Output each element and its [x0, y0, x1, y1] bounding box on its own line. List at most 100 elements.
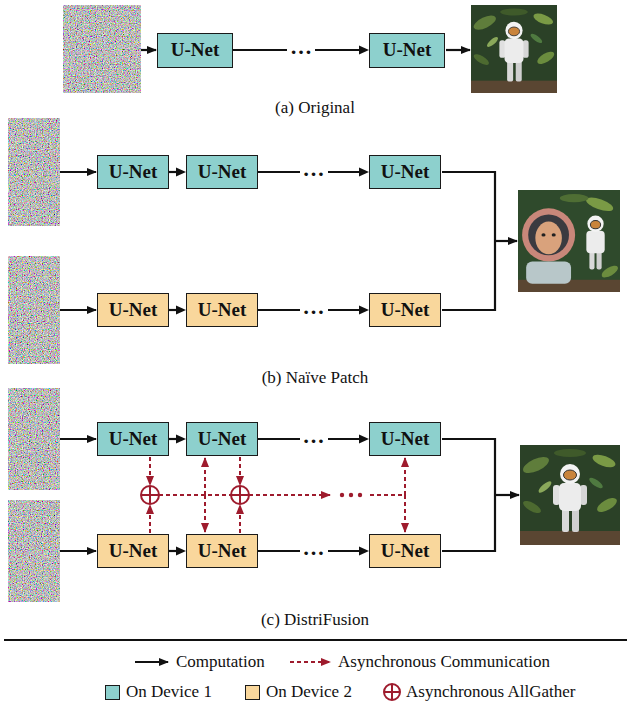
- async-communication: [239, 457, 241, 485]
- async-communication: [150, 457, 405, 533]
- legend-text: Computation: [176, 652, 265, 672]
- arrow-head: [359, 435, 369, 444]
- computation-arrows: [442, 172, 495, 310]
- computation-arrow: [169, 168, 186, 177]
- noise-patch: [8, 256, 60, 364]
- computation-arrows: [60, 309, 96, 311]
- computation-arrows: [60, 172, 517, 310]
- box-label: U-Net: [381, 162, 430, 183]
- unet-box: U-Net: [369, 33, 445, 68]
- ellipsis-label: …: [300, 537, 328, 559]
- unet-box: U-Net: [186, 293, 258, 327]
- unet-box: U-Net: [186, 155, 258, 189]
- async-communication: [149, 505, 151, 533]
- async-dots: [340, 493, 344, 497]
- legend-computation-sample: [135, 661, 168, 663]
- box-label: U-Net: [383, 40, 432, 61]
- arrow-head: [359, 547, 369, 556]
- box-label: U-Net: [381, 300, 430, 321]
- legend-allgather-sample: [384, 684, 400, 700]
- computation-arrows: [495, 494, 519, 496]
- unet-box: U-Net: [186, 422, 258, 456]
- noise-patch: [8, 118, 60, 226]
- legend-swatch: [245, 685, 260, 700]
- legend-text: On Device 2: [266, 682, 352, 702]
- async-communication: [404, 495, 406, 532]
- legend-text: Asynchronous Communication: [338, 652, 550, 672]
- computation-arrows: [495, 240, 517, 242]
- computation-arrows: [446, 49, 470, 51]
- legend-swatch: [105, 685, 120, 700]
- sub-caption: (c) DistriFusion: [261, 610, 369, 630]
- async-communication: [404, 458, 406, 495]
- box-label: U-Net: [171, 40, 220, 61]
- unet-box: U-Net: [369, 155, 441, 189]
- async-dots: [349, 493, 353, 497]
- box-label: U-Net: [381, 541, 430, 562]
- async-dots: [340, 493, 362, 497]
- box-label: U-Net: [109, 541, 158, 562]
- arrow-head: [359, 46, 369, 55]
- computation-arrow: [169, 306, 186, 315]
- legend-allgather-sample: [384, 684, 400, 700]
- allgather-symbol: [231, 486, 249, 504]
- unet-box: U-Net: [97, 534, 169, 568]
- legend-allgather-sample: [384, 684, 400, 700]
- output-image: [471, 5, 557, 93]
- arrow-head: [176, 435, 186, 444]
- allgather-symbol: [141, 486, 159, 504]
- allgather-symbol: [231, 486, 249, 504]
- arrow-head: [176, 168, 186, 177]
- arrow-head: [176, 306, 186, 315]
- box-label: U-Net: [109, 300, 158, 321]
- computation-arrows: [60, 550, 96, 552]
- async-communication: [370, 494, 405, 496]
- ellipsis-label: …: [300, 296, 328, 318]
- computation-arrow: [169, 435, 186, 444]
- box-label: U-Net: [198, 162, 247, 183]
- async-communication: [239, 505, 241, 533]
- computation-arrows: [60, 171, 96, 173]
- unet-box: U-Net: [369, 293, 441, 327]
- legend-communication-sample: [290, 661, 330, 663]
- noise-image: [63, 5, 141, 93]
- async-communication: [249, 494, 330, 496]
- async-communication: [204, 458, 206, 495]
- async-dots: [358, 493, 362, 497]
- async-communication: [149, 457, 151, 485]
- unet-box: U-Net: [97, 155, 169, 189]
- box-label: U-Net: [198, 541, 247, 562]
- output-image: [520, 445, 620, 545]
- computation-arrow: [169, 547, 186, 556]
- box-label: U-Net: [109, 162, 158, 183]
- computation-arrows: [442, 439, 495, 551]
- legend-text: Asynchronous AllGather: [406, 682, 576, 702]
- box-label: U-Net: [198, 300, 247, 321]
- computation-arrows: [141, 49, 156, 51]
- unet-box: U-Net: [369, 422, 441, 456]
- divider-rule: [4, 639, 627, 641]
- output-image: [518, 190, 620, 292]
- arrow-head: [176, 547, 186, 556]
- async-communication: [159, 494, 231, 496]
- box-label: U-Net: [198, 429, 247, 450]
- ellipsis-label: …: [300, 158, 328, 180]
- sub-caption: (b) Naïve Patch: [262, 368, 369, 388]
- sub-caption: (a) Original: [275, 98, 355, 118]
- unet-box: U-Net: [97, 422, 169, 456]
- allgather-symbol: [141, 486, 249, 504]
- ellipsis-label: …: [300, 425, 328, 447]
- unet-box: U-Net: [369, 534, 441, 568]
- async-communication: [204, 495, 206, 532]
- box-label: U-Net: [381, 429, 430, 450]
- allgather-symbol: [141, 486, 159, 504]
- unet-box: U-Net: [97, 293, 169, 327]
- unet-box: U-Net: [157, 33, 233, 68]
- legend-text: On Device 1: [126, 682, 212, 702]
- noise-patch: [8, 388, 60, 490]
- unet-box: U-Net: [186, 534, 258, 568]
- arrow-head: [359, 168, 369, 177]
- box-label: U-Net: [109, 429, 158, 450]
- arrow-head: [359, 306, 369, 315]
